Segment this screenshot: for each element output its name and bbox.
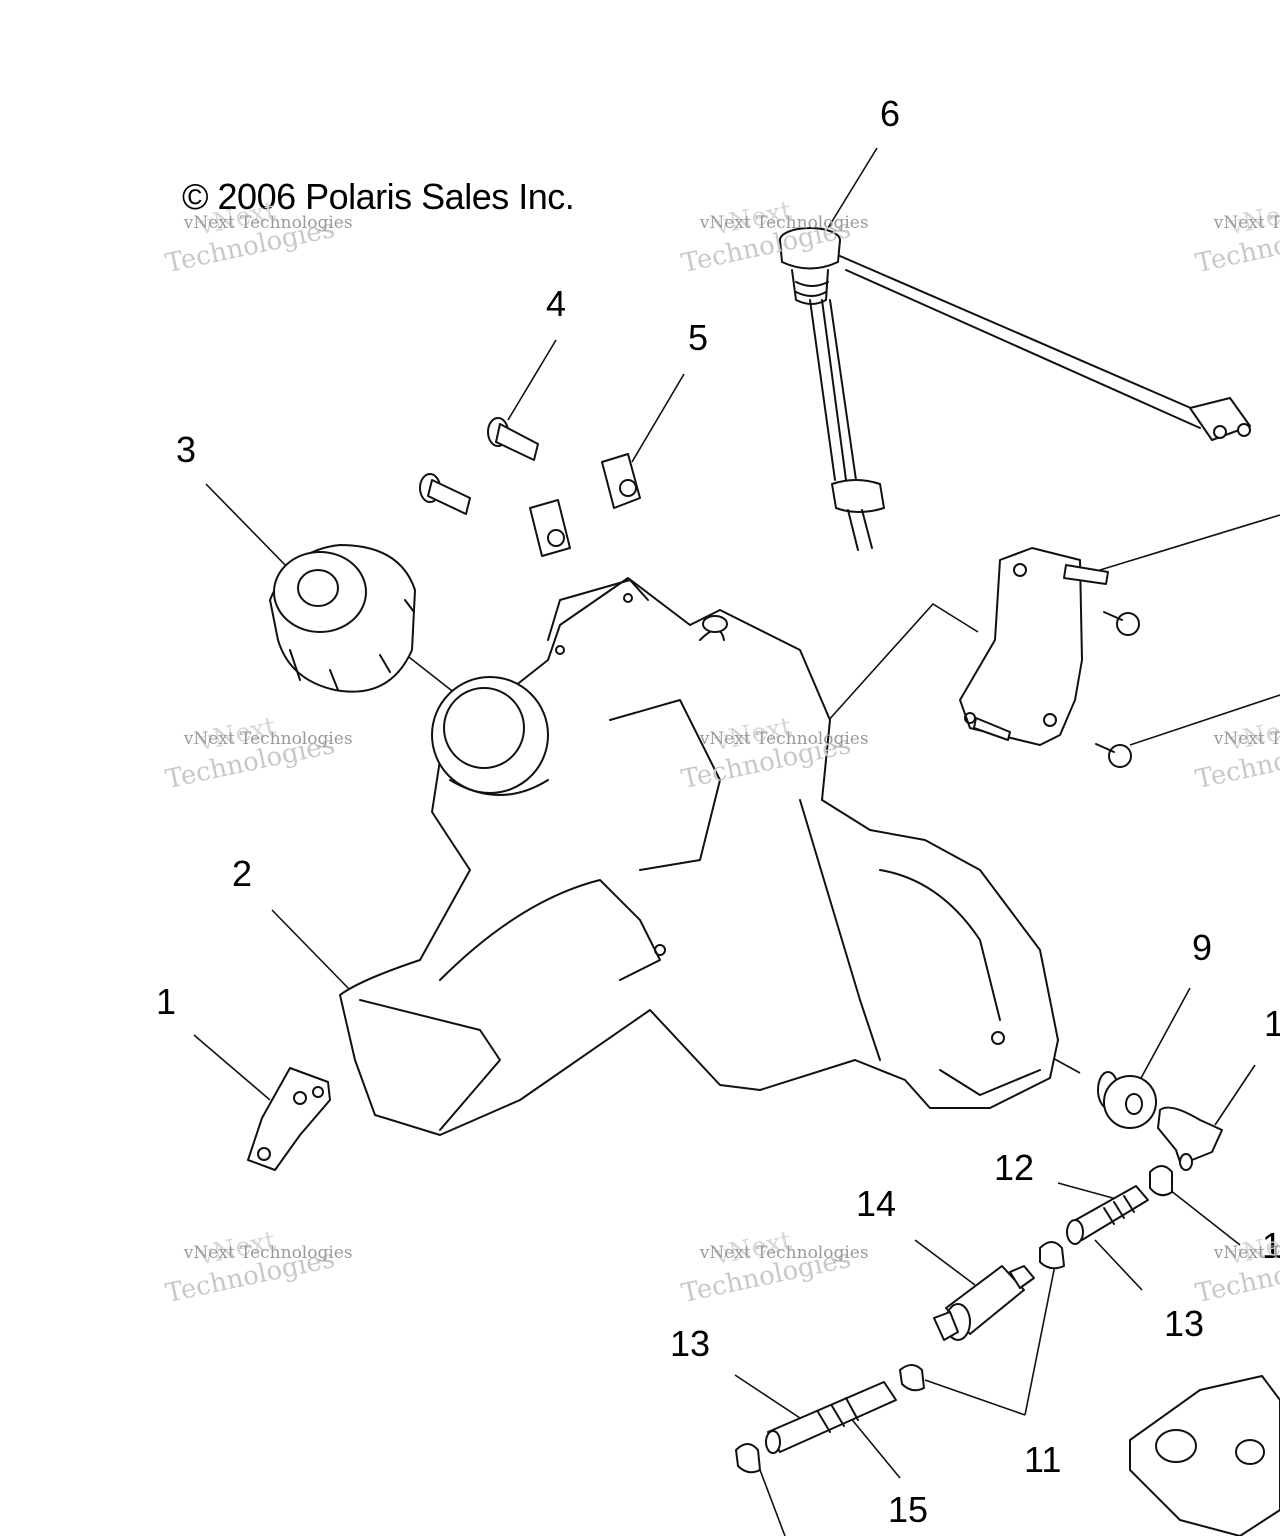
callout-15: 15 [888, 1489, 929, 1530]
grommet-part [1097, 1071, 1157, 1129]
copyright-notice: © 2006 Polaris Sales Inc. [182, 176, 575, 217]
lower-hose-part [765, 1381, 897, 1454]
callout-16: 1 [1262, 1225, 1280, 1266]
callout-6: 6 [880, 93, 901, 134]
callout-14: 14 [856, 1183, 897, 1224]
callout-9: 9 [1192, 927, 1213, 968]
hose-connector-part [1066, 1185, 1149, 1245]
leader-lines [193, 147, 1280, 1536]
callout-3: 3 [176, 429, 197, 470]
fuel-sender-part [779, 227, 1251, 551]
callout-13-right: 13 [1164, 1303, 1205, 1344]
callout-11: 11 [1024, 1439, 1062, 1480]
fuel-cap-part [269, 544, 416, 693]
elbow-fitting-part [1157, 1106, 1223, 1171]
lower-bracket-part [1129, 1375, 1280, 1536]
callout-4: 4 [546, 283, 567, 324]
callout-10: 1 [1264, 1003, 1280, 1044]
callout-2: 2 [232, 853, 253, 894]
fuel-filter-part [933, 1265, 1035, 1341]
strap-bracket-part [247, 1067, 331, 1171]
fuel-tank-part [339, 577, 1059, 1136]
screws-part [419, 417, 539, 515]
callout-13-left: 13 [670, 1323, 711, 1364]
clips-part [529, 453, 641, 557]
mounting-bracket-part [959, 547, 1140, 768]
hose-clamps-part [735, 1165, 1173, 1474]
callout-1: 1 [156, 981, 177, 1022]
callout-5: 5 [688, 317, 709, 358]
callout-12: 12 [994, 1147, 1035, 1188]
